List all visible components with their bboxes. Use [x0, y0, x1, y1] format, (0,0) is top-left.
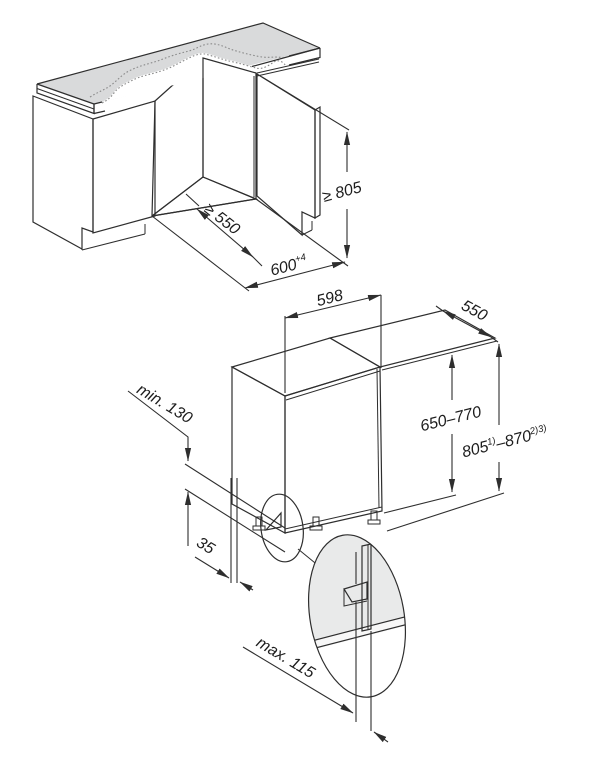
left-cabinet: [32, 95, 156, 251]
dim-door-height: 650–770: [419, 354, 484, 493]
door-top-edge-line: [285, 370, 381, 401]
worktop-panel-front-edge-inner: [381, 340, 498, 371]
detail-flag: [343, 581, 368, 603]
niche-floor-front-edge: [151, 198, 257, 217]
detail-zoom-circle: max. 115: [242, 527, 418, 743]
countertop-cutaway: [102, 52, 252, 102]
left-cabinet-side-panel: [32, 95, 94, 251]
dim-recess-leader: [242, 646, 354, 714]
detail-plinth-face: [296, 527, 418, 651]
appliance-door-face: [284, 366, 383, 534]
adjustable-feet: [252, 510, 381, 531]
appliance-left-face: [231, 365, 286, 535]
appliance-top-face: [230, 337, 382, 397]
dim-depth-line: [442, 310, 492, 338]
left-cabinet-front-panel: [92, 100, 156, 234]
dim-recess-arrow: [373, 731, 389, 743]
foot-front-right: [367, 510, 381, 525]
dim-niche-width: 600+4: [151, 198, 349, 292]
plinth-top-line: [184, 463, 286, 529]
countertop-front-thickness-left: [93, 104, 106, 115]
dim-niche-height-extension: [261, 76, 350, 131]
niche-width-label: 600+4: [268, 252, 309, 280]
countertop-left-profile-line: [36, 88, 95, 110]
door-height-label: 650–770: [419, 404, 484, 436]
break-line-front: [101, 53, 287, 104]
dim-niche-width-line: [244, 261, 346, 289]
detail-panel-edge: [361, 543, 372, 632]
right-cabinet: [253, 72, 321, 237]
detail-zoom-content: [296, 527, 418, 661]
dim-niche-height: ≥ 805: [261, 76, 364, 259]
door-bottom-reference-line: [383, 494, 457, 514]
dim-panel-gap-leader: [194, 556, 230, 579]
dim-panel-gap: 35: [193, 478, 254, 592]
appliance-width-label: 598: [315, 287, 345, 310]
right-cabinet-front-sliver: [314, 105, 321, 220]
niche-installation-drawing: ≥ 550 600+4 ≥ 805: [32, 22, 364, 292]
countertop: [36, 22, 321, 200]
detail-marker-flag: [264, 511, 282, 531]
floor-reference-line: [386, 492, 505, 532]
appliance-installation-drawing: 598 550 650–770 8051)–8702)3): [127, 287, 549, 743]
countertop-underside-edge: [256, 58, 320, 77]
foot-middle: [309, 516, 323, 531]
dim-niche-depth-line: [196, 208, 254, 258]
panel-edge-lines: [230, 478, 238, 583]
door-right-edge-line: [376, 368, 380, 509]
overall-height-label: 8051)–8702)3): [460, 423, 549, 462]
dim-appliance-width: 598: [284, 287, 382, 393]
countertop-left-top-edge: [36, 83, 95, 105]
detail-marker-circle: [260, 493, 304, 563]
right-cabinet-plinth: [301, 221, 313, 236]
plinth-height-label: min. 130: [134, 381, 195, 427]
plinth-bottom-line: [184, 488, 286, 553]
dim-niche-width-extensions: [151, 198, 349, 292]
appliance-body: [230, 337, 383, 577]
niche-back-panel: [202, 57, 257, 200]
niche-depth-label: ≥ 550: [201, 200, 243, 238]
dim-width-extensions: [284, 295, 382, 393]
countertop-back-edges: [36, 22, 321, 85]
dim-plinth-leader: [127, 390, 192, 462]
dim-width-line: [284, 294, 382, 319]
break-line-back: [89, 43, 285, 98]
niche-height-label: ≥ 805: [321, 179, 364, 206]
left-cabinet-plinth: [81, 224, 146, 251]
detail-step-lines: [343, 589, 368, 607]
dim-depth-extensions: [435, 305, 499, 343]
dim-overall-height: 8051)–8702)3): [460, 343, 549, 492]
plinth-recess-label: max. 115: [253, 634, 317, 682]
panel-gap-label: 35: [193, 534, 217, 558]
right-cabinet-side-panel: [256, 72, 316, 237]
door-bottom-edge-line: [284, 506, 383, 530]
dim-appliance-depth: 550: [435, 297, 499, 343]
dim-panel-gap-arrow: [239, 581, 254, 592]
countertop-front-thickness-right: [288, 47, 321, 66]
